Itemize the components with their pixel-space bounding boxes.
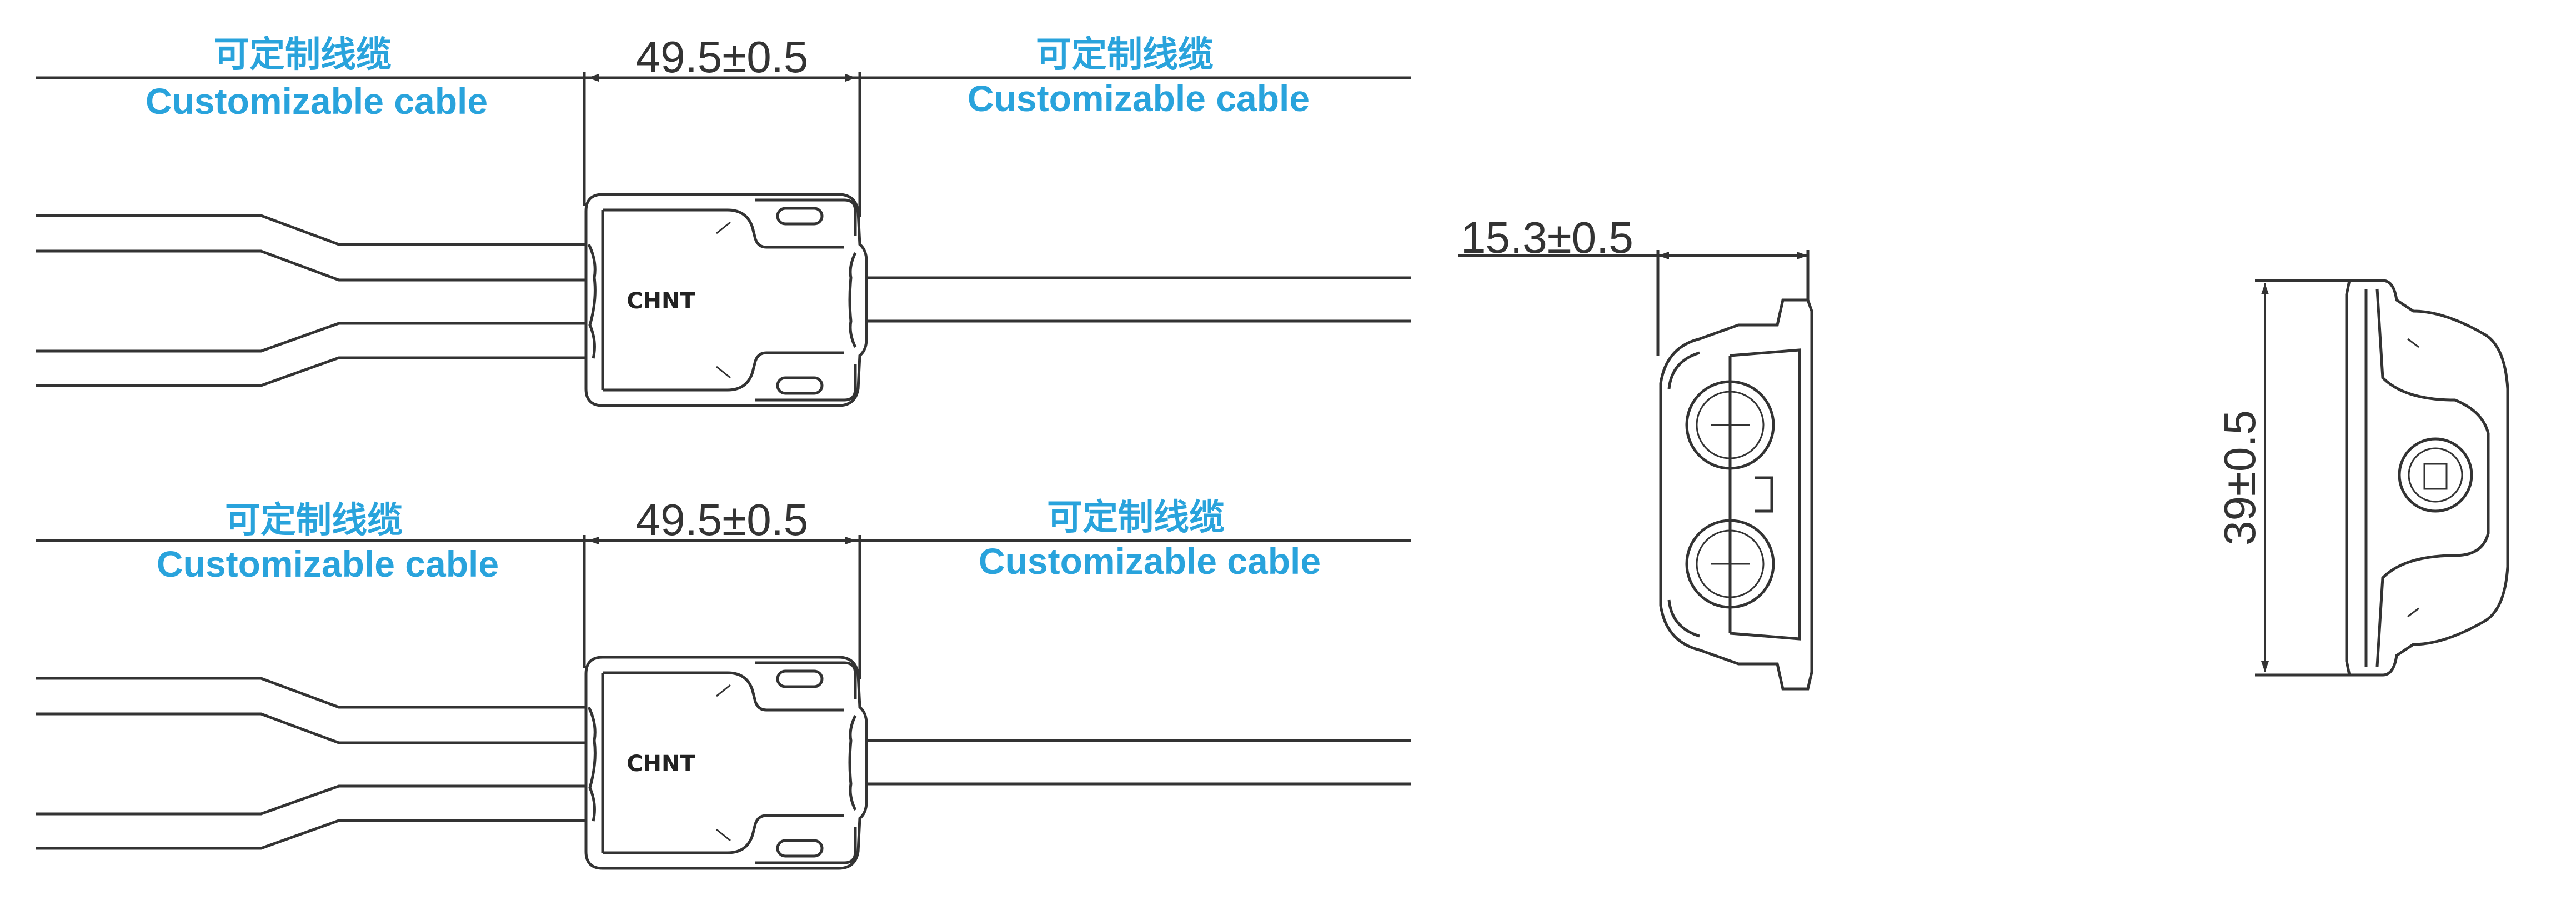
left-label-en: Customizable cable (146, 81, 488, 122)
cable-assembly-top: 49.5±0.5 CHNT 可定制线缆 Customizable cable 可… (36, 32, 1411, 406)
connector-side-view: 15.3±0.5 (1458, 213, 1813, 691)
dimension-length: 49.5±0.5 (636, 32, 809, 82)
right-label-en: Customizable cable (979, 541, 1321, 582)
left-label-en: Customizable cable (157, 543, 499, 584)
brand-logo: CHNT (627, 751, 695, 777)
cable-assembly-bottom: 49.5±0.5 CHNT 可定制线缆 Customizable cable 可… (36, 495, 1411, 868)
brand-logo: CHNT (627, 288, 695, 314)
left-label-cn: 可定制线缆 (214, 34, 392, 76)
dimension-width: 15.3±0.5 (1461, 213, 1633, 262)
left-label-cn: 可定制线缆 (225, 500, 403, 541)
right-label-cn: 可定制线缆 (1036, 34, 1214, 76)
right-label-en: Customizable cable (968, 78, 1310, 119)
dimension-length: 49.5±0.5 (636, 495, 809, 544)
connector-end-view: 39±0.5 (2215, 279, 2509, 677)
dimension-height: 39±0.5 (2215, 410, 2264, 546)
right-label-cn: 可定制线缆 (1047, 497, 1225, 538)
